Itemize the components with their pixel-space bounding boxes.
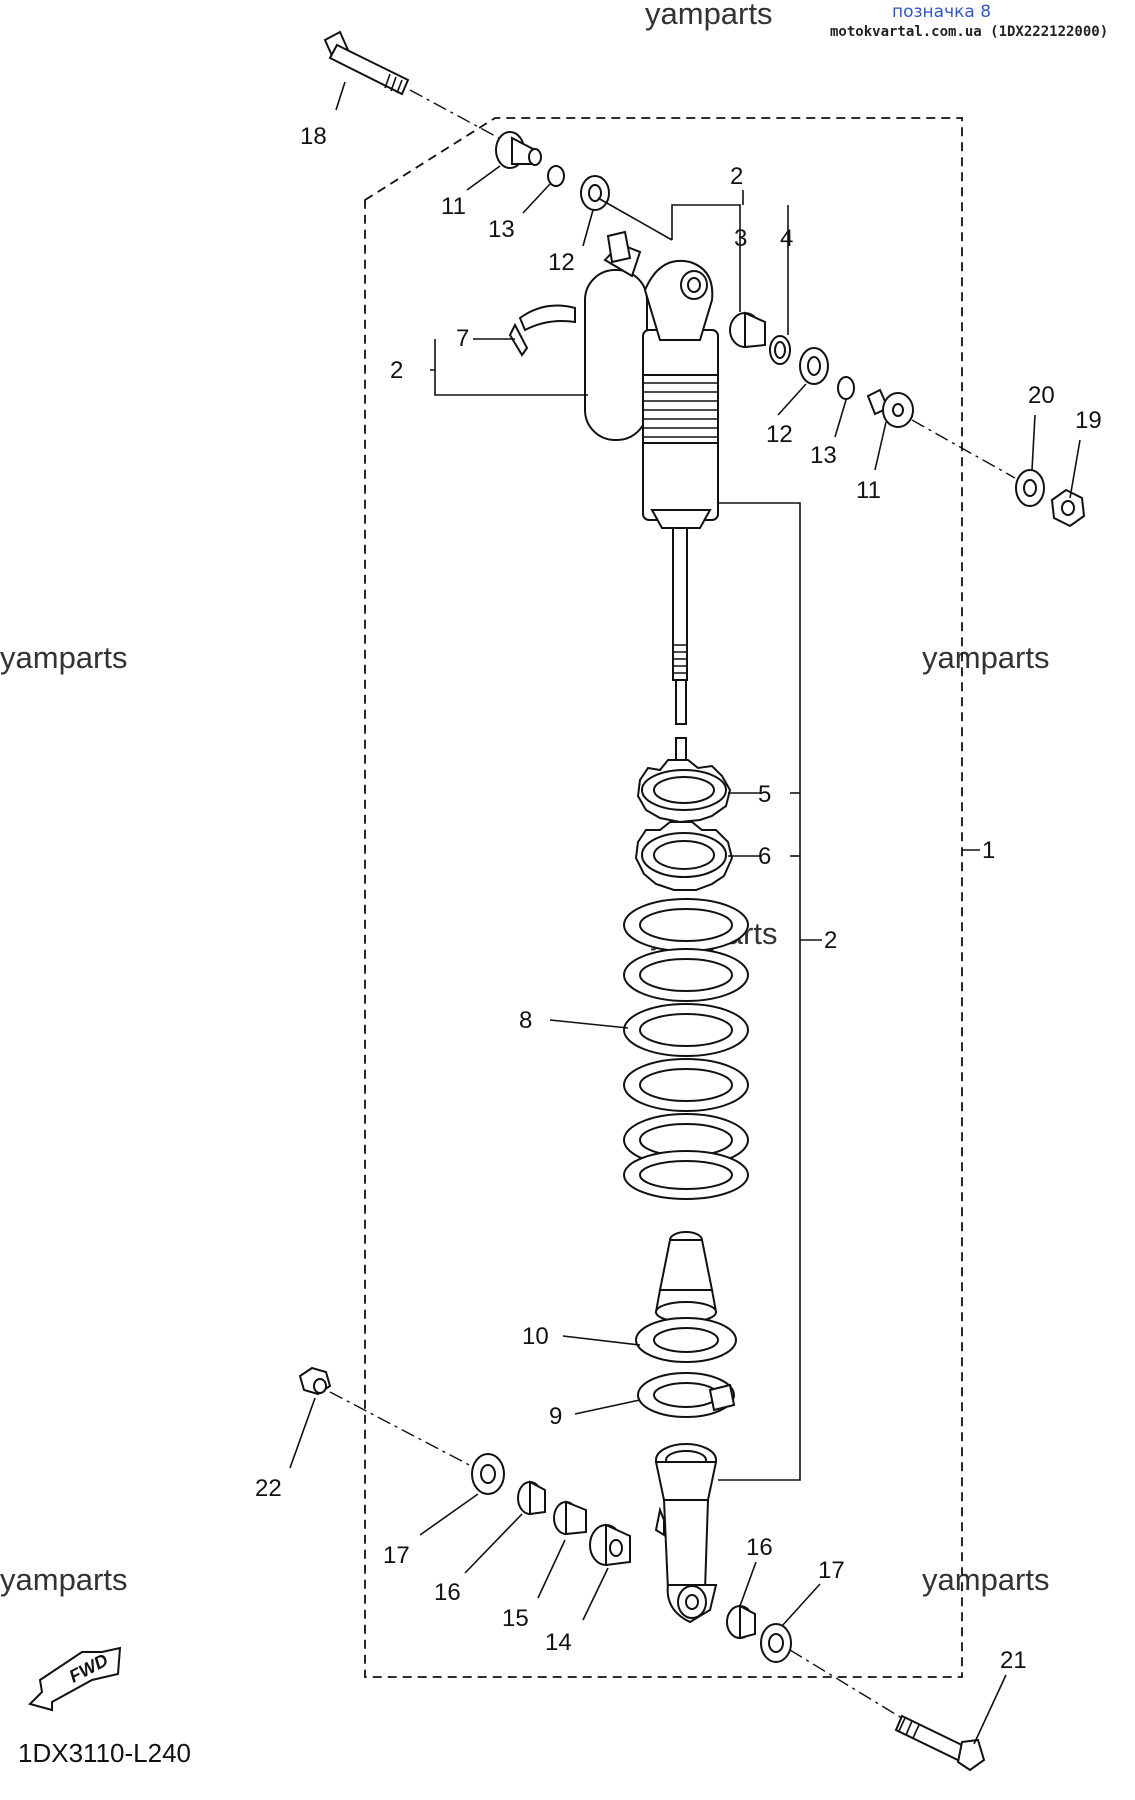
header-label: позначка 8 bbox=[892, 2, 992, 22]
oring-13-right bbox=[837, 376, 855, 400]
axis-line-lower-right bbox=[789, 1649, 906, 1721]
bolt-18 bbox=[323, 30, 410, 96]
watermark-left-upper: yamparts bbox=[0, 640, 127, 675]
header-source: motokvartal.com.ua (1DX222122000) bbox=[830, 24, 1109, 40]
watermark-left-lower: yamparts bbox=[0, 1562, 127, 1597]
collar-11-upper bbox=[495, 131, 542, 169]
callout-20: 20 bbox=[1028, 382, 1055, 409]
callout-4: 4 bbox=[780, 225, 793, 252]
callout-11-right: 11 bbox=[856, 477, 881, 504]
nut-19 bbox=[1050, 488, 1086, 528]
spring-stopper-9 bbox=[637, 1372, 736, 1418]
collar-16-right bbox=[726, 1604, 756, 1640]
callout-15: 15 bbox=[502, 1605, 529, 1632]
shock-body bbox=[642, 259, 719, 779]
bushing-3 bbox=[729, 311, 766, 349]
callout-2-right: 2 bbox=[824, 927, 837, 954]
callout-3: 3 bbox=[734, 225, 747, 252]
callout-17-left: 17 bbox=[383, 1542, 410, 1569]
callout-18: 18 bbox=[300, 123, 327, 150]
ring-nut-6 bbox=[634, 821, 734, 891]
diagram-code: 1DX3110-L240 bbox=[18, 1738, 191, 1768]
callout-2-left: 2 bbox=[390, 357, 403, 384]
collar-16-left bbox=[517, 1480, 546, 1516]
leader-lines bbox=[289, 81, 1081, 1745]
callout-14: 14 bbox=[545, 1629, 572, 1656]
axis-line-upper-right bbox=[911, 419, 1016, 479]
axis-line-lower-left bbox=[329, 1391, 476, 1469]
watermark-top: yamparts bbox=[645, 0, 772, 31]
band-7 bbox=[508, 304, 576, 357]
nut-22 bbox=[298, 1366, 332, 1396]
circlip-4 bbox=[769, 335, 791, 365]
bolt-21 bbox=[894, 1714, 986, 1772]
axis-line-upper-left bbox=[409, 89, 511, 145]
callout-12-right: 12 bbox=[766, 421, 793, 448]
bearing-14 bbox=[589, 1523, 631, 1567]
seal-17-left bbox=[471, 1453, 505, 1495]
callout-7: 7 bbox=[456, 325, 469, 352]
callout-13-upper: 13 bbox=[488, 216, 515, 243]
oring-13-upper bbox=[547, 165, 565, 187]
callout-17-right: 17 bbox=[818, 1557, 845, 1584]
ring-nut-5 bbox=[636, 759, 732, 824]
callout-10: 10 bbox=[522, 1323, 549, 1350]
callout-11-upper: 11 bbox=[441, 193, 466, 220]
callout-19: 19 bbox=[1075, 407, 1102, 434]
watermark-right-lower: yamparts bbox=[922, 1562, 1049, 1597]
callout-8: 8 bbox=[519, 1007, 532, 1034]
fwd-arrow-icon: FWD bbox=[28, 1646, 122, 1712]
reservoir bbox=[584, 230, 648, 441]
callout-9: 9 bbox=[549, 1403, 562, 1430]
callout-22: 22 bbox=[255, 1475, 282, 1502]
washer-20 bbox=[1015, 469, 1045, 507]
callout-21: 21 bbox=[1000, 1647, 1027, 1674]
callout-5: 5 bbox=[758, 781, 771, 808]
assembly-boundary bbox=[364, 117, 963, 1678]
spring-8 bbox=[623, 898, 749, 1200]
callout-16-left: 16 bbox=[434, 1579, 461, 1606]
collar-11-right bbox=[866, 388, 914, 428]
callout-16-right: 16 bbox=[746, 1534, 773, 1561]
watermark-right-upper: yamparts bbox=[922, 640, 1049, 675]
spring-seat-10 bbox=[635, 1317, 737, 1363]
bushing-15 bbox=[553, 1500, 587, 1536]
seal-17-right bbox=[760, 1623, 792, 1663]
callout-1: 1 bbox=[982, 837, 995, 864]
bump-stop bbox=[654, 1231, 718, 1323]
seal-12-right bbox=[799, 347, 829, 385]
seal-12-upper bbox=[580, 175, 610, 211]
callout-13-right: 13 bbox=[810, 442, 837, 469]
lower-clevis bbox=[654, 1443, 718, 1624]
callout-12-upper: 12 bbox=[548, 249, 575, 276]
callout-2-top: 2 bbox=[730, 163, 743, 190]
callout-6: 6 bbox=[758, 843, 771, 870]
